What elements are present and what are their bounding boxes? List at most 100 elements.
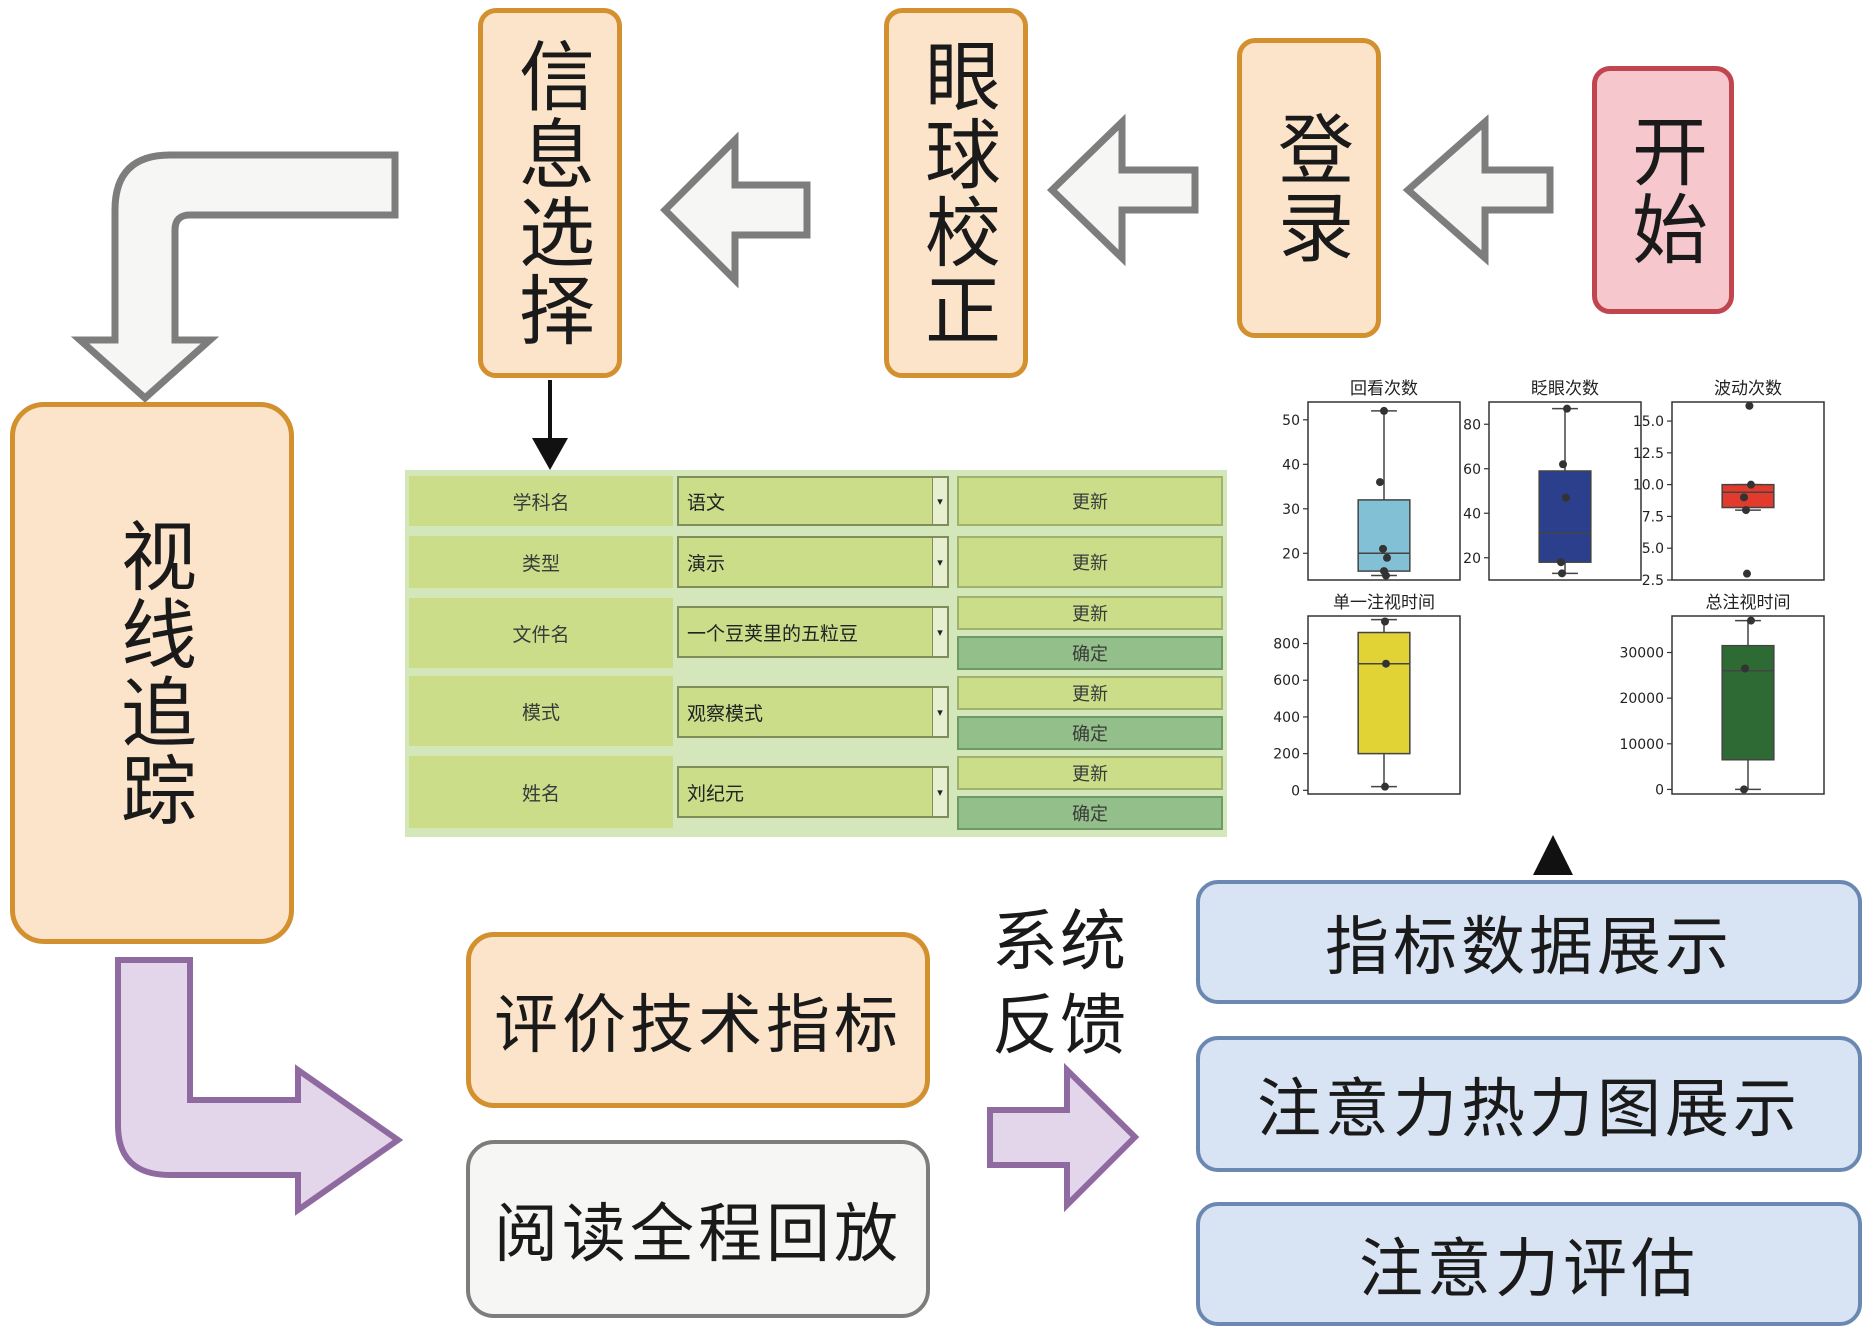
output-assessment-box: 注意力评估	[1196, 1202, 1862, 1326]
y-tick-label: 80	[1463, 417, 1481, 433]
name-select-value: 刘纪元	[687, 782, 745, 805]
data-point	[1380, 406, 1388, 415]
replay-label: 阅读全程回放	[494, 1198, 902, 1272]
arrow-gaze-to-eval	[115, 957, 404, 1216]
data-point	[1741, 664, 1749, 673]
eval-metrics-label: 评价技术指标	[494, 989, 902, 1063]
subject-select[interactable]: 语文 ▾	[677, 476, 949, 526]
y-tick-label: 50	[1282, 413, 1300, 429]
info-select-label: 信息选择	[506, 37, 595, 349]
y-tick-label: 20	[1282, 546, 1300, 562]
y-tick-label: 0	[1291, 783, 1300, 799]
box-iqr	[1538, 470, 1592, 563]
chevron-down-icon[interactable]: ▾	[932, 768, 947, 816]
data-point	[1379, 544, 1387, 553]
type-select[interactable]: 演示 ▾	[677, 536, 949, 588]
confirm-button-name[interactable]: 确定	[957, 796, 1223, 830]
name-select[interactable]: 刘纪元 ▾	[677, 766, 949, 818]
y-tick-label: 5.0	[1642, 541, 1664, 557]
y-tick-label: 0	[1655, 782, 1664, 798]
chevron-down-icon[interactable]: ▾	[932, 688, 947, 736]
metric-box-plots: 回看次数20304050眨眼次数20406080波动次数2.55.07.510.…	[1273, 379, 1825, 799]
data-point	[1563, 404, 1571, 413]
update-button-name[interactable]: 更新	[957, 756, 1223, 790]
data-point	[1383, 553, 1391, 562]
arrow-login-to-calibration	[1046, 113, 1199, 267]
chevron-down-icon[interactable]: ▾	[932, 478, 947, 524]
data-point	[1740, 785, 1748, 794]
data-point	[1382, 659, 1390, 668]
update-button-mode[interactable]: 更新	[957, 676, 1223, 710]
data-point	[1740, 493, 1748, 502]
form-label-mode: 模式	[409, 676, 673, 746]
y-tick-label: 7.5	[1642, 509, 1664, 525]
info-selection-form: 学科名 语文 ▾ 更新 类型 演示 ▾ 更新 文件名 一个豆荚里的五粒豆 ▾ 更…	[405, 470, 1227, 837]
y-tick-label: 800	[1273, 637, 1300, 653]
y-tick-label: 30000	[1619, 646, 1664, 662]
y-tick-label: 20000	[1619, 691, 1664, 707]
mode-select[interactable]: 观察模式 ▾	[677, 686, 949, 738]
output-metrics-box: 指标数据展示	[1196, 880, 1862, 1004]
box-iqr	[1721, 644, 1775, 761]
chevron-down-icon[interactable]: ▾	[932, 608, 947, 656]
data-point	[1557, 558, 1565, 567]
y-tick-label: 20	[1463, 551, 1481, 567]
filename-select-value: 一个豆荚里的五粒豆	[687, 622, 859, 645]
arrow-info-to-gaze	[70, 151, 399, 403]
y-tick-label: 60	[1463, 462, 1481, 478]
output-heatmap-label: 注意力热力图展示	[1257, 1073, 1801, 1147]
data-point	[1743, 569, 1751, 578]
update-button-subject[interactable]: 更新	[957, 476, 1223, 526]
box-iqr	[1357, 631, 1411, 755]
update-button-type[interactable]: 更新	[957, 536, 1223, 588]
system-feedback-label: 系统反馈	[992, 903, 1128, 1064]
y-tick-label: 200	[1273, 747, 1300, 763]
y-tick-label: 40	[1282, 457, 1300, 473]
form-label-filename: 文件名	[409, 598, 673, 668]
chart-title: 单一注视时间	[1333, 593, 1435, 613]
update-button-filename[interactable]: 更新	[957, 596, 1223, 630]
login-label: 登录	[1265, 110, 1354, 266]
chart-title: 波动次数	[1714, 379, 1782, 399]
data-point	[1745, 401, 1754, 410]
chevron-down-icon[interactable]: ▾	[932, 538, 947, 586]
data-point	[1742, 506, 1750, 515]
chart-title: 回看次数	[1350, 379, 1418, 399]
y-tick-label: 15.0	[1633, 414, 1664, 430]
info-select-box: 信息选择	[478, 8, 622, 378]
data-point	[1559, 460, 1567, 469]
y-tick-label: 400	[1273, 710, 1300, 726]
start-label: 开始	[1619, 112, 1708, 268]
y-tick-label: 40	[1463, 506, 1481, 522]
form-label-subject: 学科名	[409, 476, 673, 526]
data-point	[1562, 493, 1570, 502]
y-tick-label: 30	[1282, 502, 1300, 518]
y-tick-label: 12.5	[1633, 446, 1664, 462]
mode-select-value: 观察模式	[687, 702, 764, 725]
arrow-calibration-to-info	[660, 131, 811, 289]
type-select-value: 演示	[687, 552, 726, 575]
data-point	[1558, 569, 1566, 578]
confirm-button-filename[interactable]: 确定	[957, 636, 1223, 670]
y-tick-label: 10000	[1619, 737, 1664, 753]
replay-box: 阅读全程回放	[466, 1140, 930, 1318]
data-point	[1380, 567, 1388, 576]
y-tick-label: 600	[1273, 673, 1300, 689]
filename-select[interactable]: 一个豆荚里的五粒豆 ▾	[677, 606, 949, 658]
arrow-feedback	[987, 1062, 1140, 1213]
chart-title: 总注视时间	[1706, 593, 1791, 613]
data-point	[1747, 616, 1755, 625]
arrow-start-to-login	[1402, 114, 1554, 266]
confirm-button-mode[interactable]: 确定	[957, 716, 1223, 750]
y-tick-label: 10.0	[1633, 478, 1664, 494]
gaze-tracking-label: 视线追踪	[108, 517, 197, 829]
output-assessment-label: 注意力评估	[1359, 1233, 1699, 1307]
form-label-name: 姓名	[409, 756, 673, 828]
data-point	[1376, 478, 1384, 487]
output-metrics-label: 指标数据展示	[1325, 911, 1733, 985]
form-label-type: 类型	[409, 536, 673, 588]
subject-select-value: 语文	[687, 491, 726, 514]
gaze-tracking-box: 视线追踪	[10, 402, 294, 944]
data-point	[1747, 480, 1755, 489]
chart-title: 眨眼次数	[1531, 379, 1599, 399]
